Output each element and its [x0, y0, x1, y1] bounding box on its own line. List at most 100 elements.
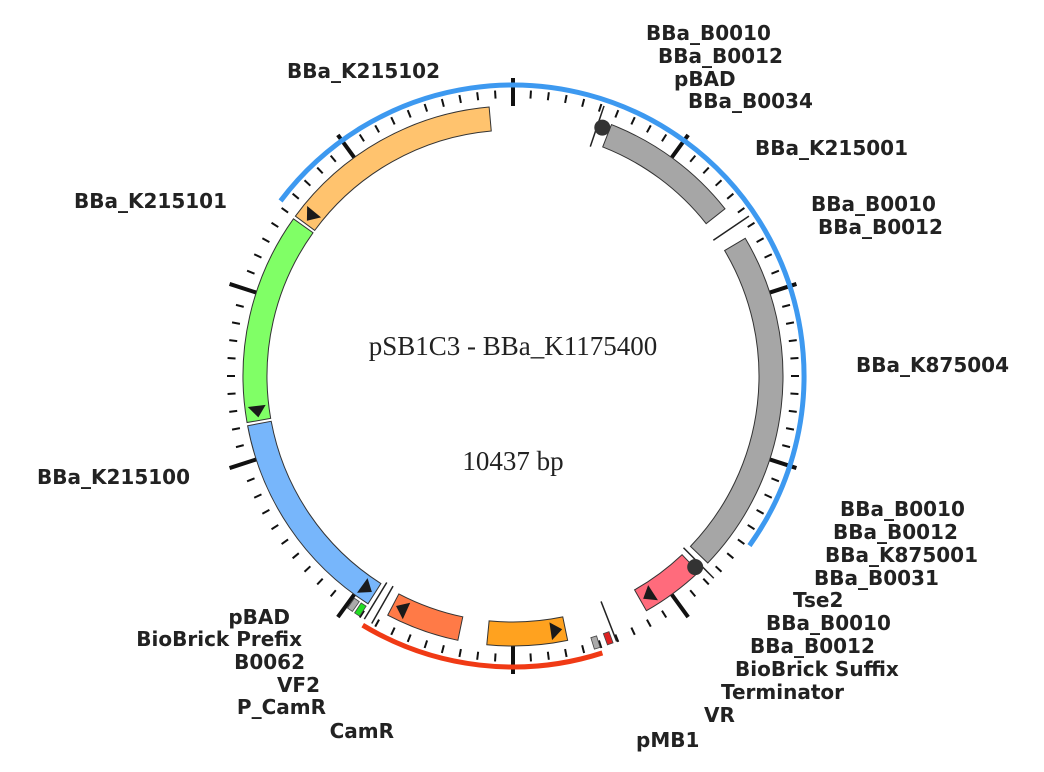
minor-tick [253, 253, 262, 259]
minor-tick [303, 565, 312, 573]
label-pmb1: pMB1 [636, 728, 699, 752]
direction-arrow-icon [549, 622, 563, 641]
feature-pmb1 [486, 616, 569, 647]
minor-tick [790, 357, 799, 360]
minor-tick [771, 269, 780, 275]
minor-tick [764, 253, 773, 259]
minor-tick [564, 94, 568, 104]
minor-tick [358, 133, 365, 142]
minor-tick [756, 509, 765, 515]
minor-tick [440, 98, 445, 107]
minor-tick [546, 651, 550, 660]
major-tick [228, 457, 257, 470]
minor-tick [281, 538, 289, 545]
label-bba-k215102: BBa_K215102 [287, 59, 440, 83]
minor-tick [476, 92, 480, 101]
minor-tick [529, 653, 532, 662]
prom-marker [371, 585, 394, 624]
label-b0062: B0062 [234, 650, 305, 674]
minor-tick [316, 577, 324, 586]
minor-tick [423, 103, 429, 112]
rbs-icon [594, 119, 611, 136]
direction-arrow-icon [643, 585, 658, 601]
minor-tick [747, 524, 756, 531]
minor-tick [581, 645, 586, 654]
minor-tick [246, 477, 255, 483]
backbone-ring [278, 82, 807, 670]
label-bba-k215100: BBa_K215100 [37, 465, 190, 489]
major-tick [228, 282, 257, 295]
minor-tick [726, 552, 735, 560]
minor-tick [785, 321, 795, 325]
minor-tick [406, 634, 412, 643]
minor-tick [597, 640, 603, 649]
minor-tick [714, 179, 723, 187]
minor-tick [529, 90, 532, 99]
feature-bba-k875004 [689, 237, 784, 564]
minor-tick [702, 166, 710, 175]
minor-tick [291, 552, 300, 560]
minor-tick [374, 124, 380, 133]
label-camr: CamR [330, 719, 394, 743]
part-marker-icon [354, 602, 367, 617]
minor-tick [231, 321, 241, 325]
major-tick [336, 593, 356, 619]
label-bba-b0012-top: BBa_B0012 [658, 44, 783, 68]
direction-arrow-icon [247, 404, 266, 418]
minor-tick [564, 648, 568, 658]
plasmid-name: pSB1C3 - BBa_K1175400 [369, 331, 658, 361]
minor-tick [737, 207, 745, 214]
minor-tick [581, 98, 586, 107]
minor-tick [440, 645, 445, 654]
minor-tick [458, 648, 462, 658]
feature-bba-k215101 [242, 218, 314, 424]
minor-tick [756, 237, 765, 243]
feature-bba-k215100 [247, 420, 382, 605]
feature-bba-k215001 [602, 123, 726, 225]
label-bba-b0010-low2: BBa_B0010 [766, 611, 891, 635]
part-marker-icon [346, 597, 360, 613]
direction-arrow-icon [396, 602, 411, 620]
minor-tick [423, 640, 429, 649]
minor-tick [229, 339, 238, 343]
minor-tick [661, 133, 668, 142]
minor-tick [281, 207, 289, 214]
label-bba-k215001: BBa_K215001 [755, 136, 908, 160]
label-bba-b0010-low1: BBa_B0010 [840, 497, 965, 521]
minor-tick [406, 109, 412, 118]
minor-tick [646, 619, 652, 628]
minor-tick [646, 124, 652, 133]
label-bba-b0012-low2: BBa_B0012 [750, 634, 875, 658]
minor-tick [737, 538, 745, 545]
minor-tick [229, 409, 238, 413]
label-bba-b0031: BBa_B0031 [814, 566, 939, 590]
minor-tick [246, 269, 255, 275]
feature-bba-k215102 [294, 106, 492, 232]
label-bba-k215101: BBa_K215101 [74, 189, 227, 213]
minor-tick [316, 166, 324, 175]
small-part-markers [346, 105, 750, 650]
feature-camr [387, 593, 464, 641]
minor-tick [764, 493, 773, 499]
minor-tick [390, 116, 396, 125]
feature-arcs [242, 106, 784, 647]
minor-tick [235, 444, 244, 449]
minor-tick [788, 339, 797, 343]
label-biobrick-suffix: BioBrick Suffix [735, 657, 899, 681]
part-marker-icon [602, 631, 614, 646]
minor-tick [747, 221, 756, 228]
minor-tick [788, 409, 797, 413]
minor-tick [689, 589, 697, 598]
scale-ticks [227, 78, 799, 674]
label-bba-k875001: BBa_K875001 [825, 543, 978, 567]
label-p-camr: P_CamR [237, 695, 326, 719]
minor-tick [771, 477, 780, 483]
minor-tick [726, 192, 735, 200]
label-bba-k875004: BBa_K875004 [856, 353, 1009, 377]
minor-tick [235, 303, 244, 308]
plasmid-length: 10437 bp [462, 446, 563, 476]
label-bba-b0012-low1: BBa_B0012 [833, 520, 958, 544]
label-vr: VR [704, 703, 735, 727]
minor-tick [231, 427, 241, 431]
